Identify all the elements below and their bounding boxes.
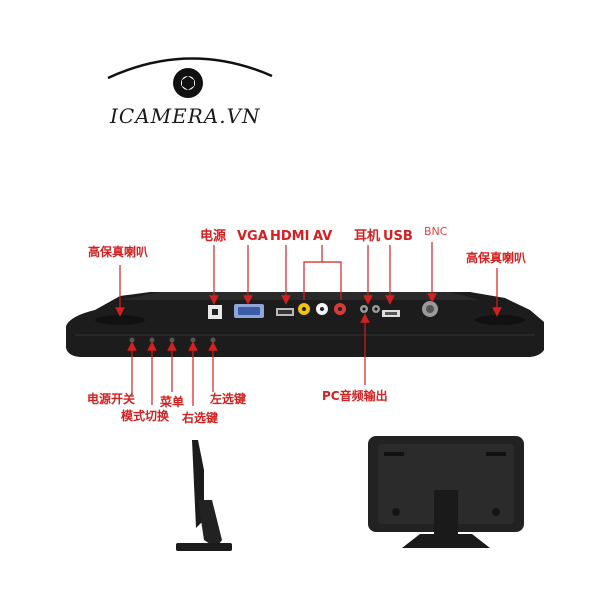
label-right-key: 右选键 — [182, 411, 219, 425]
label-speaker-right: 高保真喇叭 — [466, 251, 527, 265]
label-power-switch: 电源开关 — [87, 392, 136, 406]
label-vga: VGA — [237, 229, 268, 244]
label-av: AV — [313, 229, 333, 244]
label-earphone: 耳机 — [354, 229, 381, 244]
label-pc-audio-out: PC音频输出 — [322, 389, 388, 403]
label-hdmi: HDMI — [270, 229, 310, 244]
label-power: 电源 — [200, 229, 227, 244]
label-menu: 菜单 — [160, 395, 185, 409]
monitor-side-view — [176, 440, 232, 551]
monitor-back-view — [368, 436, 524, 548]
logo-wordmark: ICAMERA.VN — [110, 104, 261, 128]
label-left-key: 左选键 — [210, 392, 247, 406]
label-speaker-left: 高保真喇叭 — [88, 245, 149, 259]
label-mode-switch: 模式切换 — [121, 409, 170, 423]
label-usb: USB — [383, 229, 413, 244]
label-bnc: BNC — [424, 225, 448, 238]
